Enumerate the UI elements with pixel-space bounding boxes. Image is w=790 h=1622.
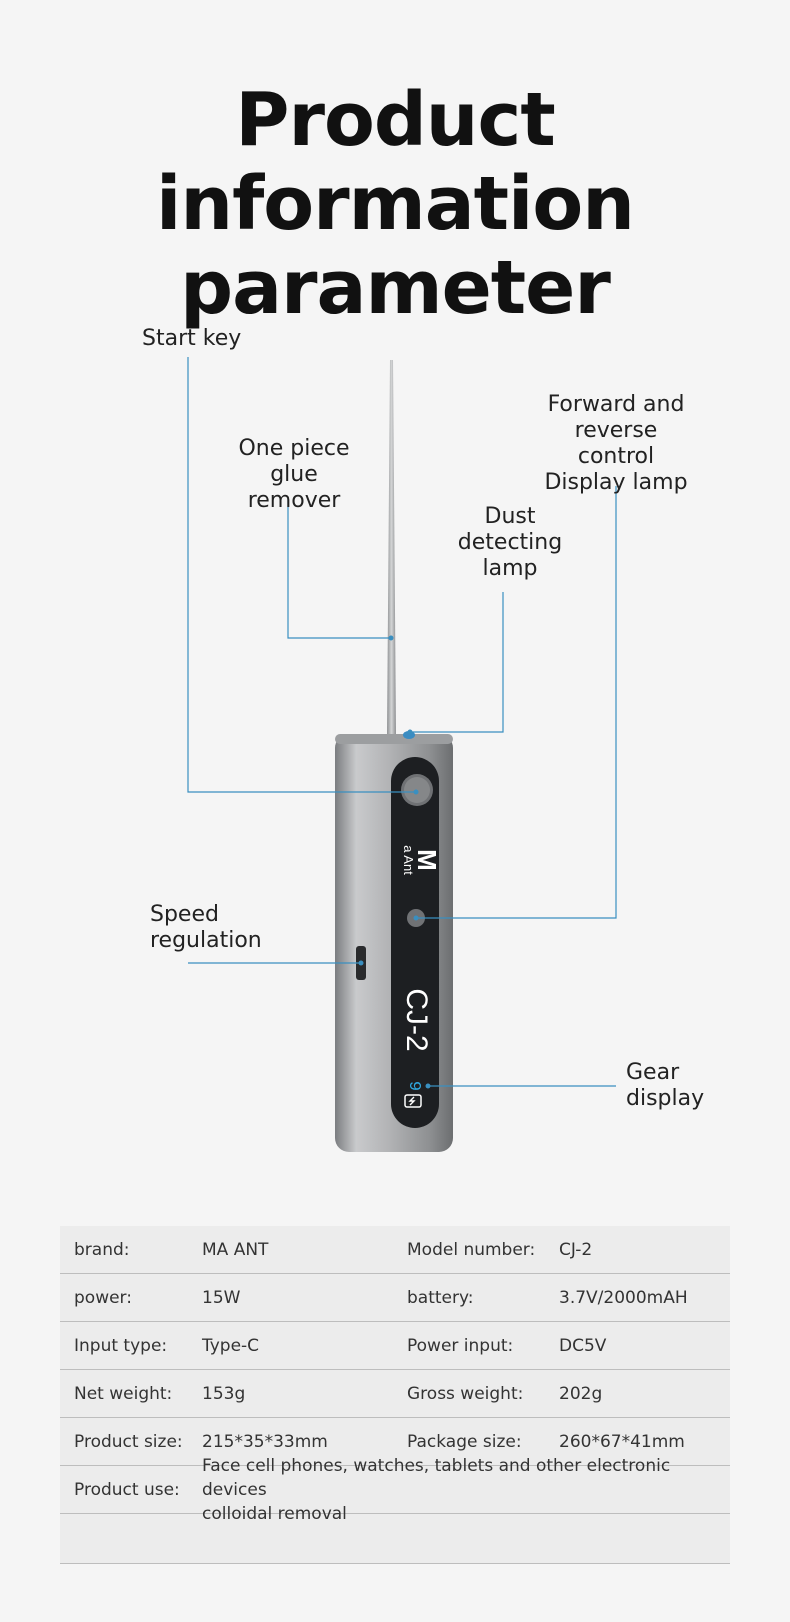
spec-value: 15W xyxy=(202,1287,241,1308)
specs-table: brand: MA ANT Model number: CJ-2 power: … xyxy=(60,1226,730,1564)
spec-value: 215*35*33mm xyxy=(202,1431,328,1452)
spec-value: 3.7V/2000mAH xyxy=(559,1287,688,1308)
spec-key: Power input: xyxy=(407,1335,514,1356)
spec-key: Input type: xyxy=(74,1335,168,1356)
callout-direction-lamp: Forward and reverse control Display lamp xyxy=(544,392,688,495)
battery-icon xyxy=(404,1094,422,1108)
gear-digit: 9 xyxy=(404,1081,423,1091)
callout-dust-lamp: Dust detecting lamp xyxy=(457,504,563,581)
device-model-text: CJ-2 xyxy=(400,988,433,1051)
spec-value: 260*67*41mm xyxy=(559,1431,685,1452)
table-row-product-use: Product use: Face cell phones, watches, … xyxy=(60,1456,730,1524)
callout-glue-remover: One piece glue remover xyxy=(238,436,350,513)
leader-glue-remover xyxy=(287,497,391,639)
spec-key: brand: xyxy=(74,1239,130,1260)
spec-key: Gross weight: xyxy=(407,1383,524,1404)
product-diagram: M a Ant CJ-2 9 xyxy=(187,357,617,1152)
control-panel xyxy=(391,757,439,1128)
spec-value: DC5V xyxy=(559,1335,607,1356)
leader-direction-lamp xyxy=(416,486,617,919)
svg-text:M: M xyxy=(412,849,442,871)
title-line-1: Product information xyxy=(156,77,635,247)
leader-dust-lamp xyxy=(410,592,504,733)
leader-start-key xyxy=(187,357,416,793)
callout-gear: Gear display xyxy=(626,1060,705,1111)
spec-key: Product size: xyxy=(74,1431,183,1452)
table-row-empty xyxy=(60,1514,730,1564)
spec-key: Product use: xyxy=(74,1479,180,1500)
spec-value: Face cell phones, watches, tablets and o… xyxy=(202,1455,671,1524)
table-row: brand: MA ANT Model number: CJ-2 xyxy=(60,1226,730,1274)
spec-value: CJ-2 xyxy=(559,1239,593,1260)
table-row: Product size: 215*35*33mm Package size: … xyxy=(60,1418,730,1466)
spec-value: 202g xyxy=(559,1383,603,1404)
table-row: Net weight: 153g Gross weight: 202g xyxy=(60,1370,730,1418)
spec-key: Package size: xyxy=(407,1431,522,1452)
svg-text:a Ant: a Ant xyxy=(401,845,416,875)
spec-key: power: xyxy=(74,1287,132,1308)
maant-logo: M a Ant xyxy=(401,845,442,875)
spec-value: MA ANT xyxy=(202,1239,269,1260)
spec-key: battery: xyxy=(407,1287,474,1308)
spec-value: 153g xyxy=(202,1383,246,1404)
spec-key: Model number: xyxy=(407,1239,536,1260)
glue-remover-needle xyxy=(387,360,396,736)
spec-value: Type-C xyxy=(202,1335,260,1356)
title-line-2: parameter xyxy=(180,245,611,331)
spec-key: Net weight: xyxy=(74,1383,173,1404)
table-row: power: 15W battery: 3.7V/2000mAH xyxy=(60,1274,730,1322)
table-row: Input type: Type-C Power input: DC5V xyxy=(60,1322,730,1370)
callout-speed: Speed regulation xyxy=(150,902,262,953)
callout-start-key: Start key xyxy=(142,326,242,351)
page-title: Product information parameter xyxy=(0,78,790,330)
